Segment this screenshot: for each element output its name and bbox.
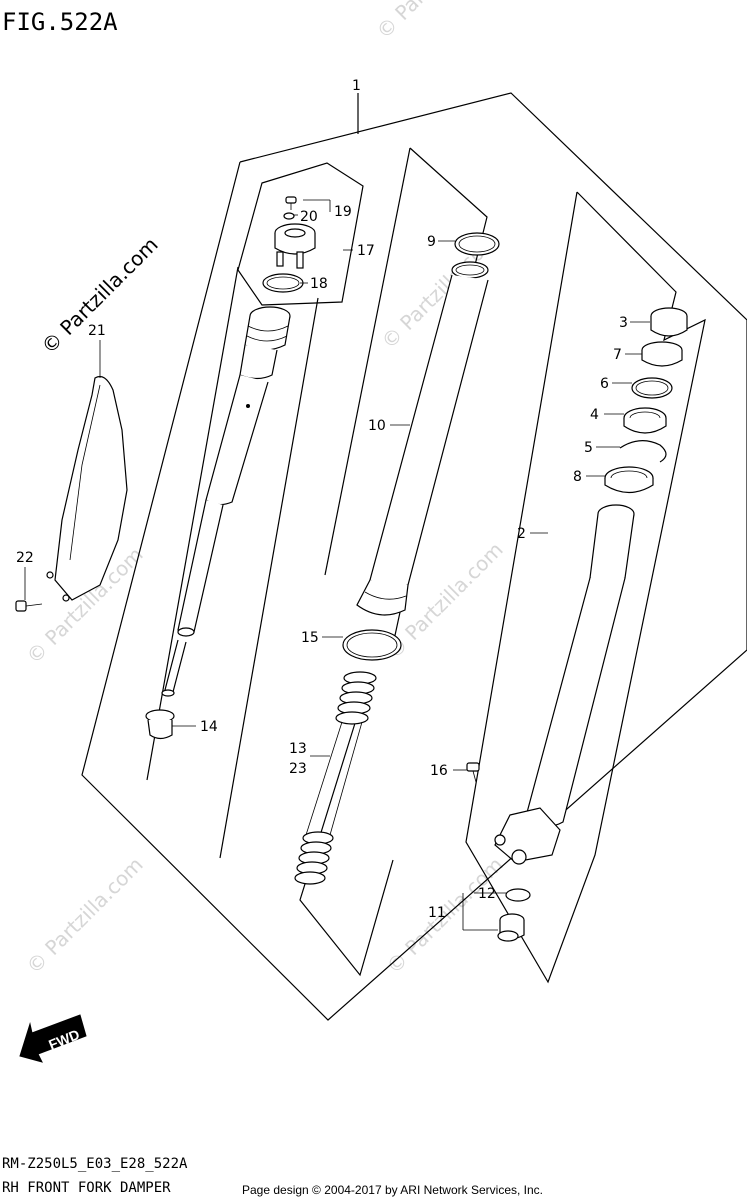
callout-7: 7 bbox=[613, 347, 622, 363]
sub-outline bbox=[219, 297, 319, 859]
washer-part-6 bbox=[631, 377, 673, 399]
dust-seal-part-8 bbox=[604, 466, 654, 494]
callout-5: 5 bbox=[584, 440, 593, 456]
callout-2: 2 bbox=[517, 526, 526, 542]
footer-model-code: RM-Z250L5_E03_E28_522A bbox=[2, 1156, 188, 1172]
callout-18: 18 bbox=[310, 276, 328, 292]
callout-labels: 1 2 3 4 5 6 7 8 9 10 11 12 13 14 15 16 1… bbox=[16, 78, 628, 921]
drain-bolt-part-11 bbox=[497, 913, 525, 942]
callout-3: 3 bbox=[619, 315, 628, 331]
sub-outline bbox=[324, 147, 411, 576]
oring-part-12 bbox=[505, 888, 531, 902]
callout-20: 20 bbox=[300, 209, 318, 225]
leader-lines bbox=[24, 199, 650, 931]
bolt-part-19 bbox=[285, 196, 297, 210]
fwd-arrow: FWD bbox=[19, 1014, 87, 1063]
spring-part-13 bbox=[294, 671, 377, 885]
callout-14: 14 bbox=[200, 719, 218, 735]
clip-part-5 bbox=[619, 440, 667, 463]
bushing-part-3 bbox=[650, 307, 688, 337]
bushing-part-7 bbox=[641, 341, 683, 367]
callout-23: 23 bbox=[289, 761, 307, 777]
figure-title: FIG.522A bbox=[2, 8, 118, 36]
cap-subassembly-box bbox=[237, 162, 364, 306]
callout-4: 4 bbox=[590, 407, 599, 423]
callout-10: 10 bbox=[368, 418, 386, 434]
fork-cap-part-17 bbox=[274, 223, 316, 269]
callout-16: 16 bbox=[430, 763, 448, 779]
outer-tube-part-2 bbox=[494, 504, 635, 865]
callout-15: 15 bbox=[301, 630, 319, 646]
sub-outline bbox=[465, 191, 706, 984]
footer-credit: Page design © 2004-2017 by ARI Network S… bbox=[242, 1183, 543, 1197]
bolt-part-22 bbox=[15, 600, 43, 612]
footer-description: RH FRONT FORK DAMPER bbox=[2, 1180, 171, 1196]
callout-6: 6 bbox=[600, 376, 609, 392]
callout-19: 19 bbox=[334, 204, 352, 220]
callout-22: 22 bbox=[16, 550, 34, 566]
ring-part-9 bbox=[454, 232, 500, 256]
guard-part-21 bbox=[46, 375, 128, 602]
inner-tube-part-10 bbox=[356, 261, 489, 616]
callout-1: 1 bbox=[352, 78, 361, 94]
callout-12: 12 bbox=[478, 886, 496, 902]
washer-part-20 bbox=[283, 212, 295, 220]
watermark-strong: © Partzilla.com bbox=[37, 232, 163, 358]
callout-17: 17 bbox=[357, 243, 375, 259]
fwd-arrow-icon bbox=[19, 1014, 87, 1063]
oil-seal-part-4 bbox=[623, 407, 667, 434]
callout-21: 21 bbox=[88, 323, 106, 339]
callout-9: 9 bbox=[427, 234, 436, 250]
callout-11: 11 bbox=[428, 905, 446, 921]
bushing-part-14 bbox=[145, 709, 175, 740]
watermark: © Partzilla.com bbox=[372, 0, 498, 44]
watermark: © Partzilla.com bbox=[22, 852, 148, 978]
sub-outline bbox=[299, 719, 394, 977]
damper-assembly bbox=[161, 306, 291, 697]
oring-part-15 bbox=[342, 629, 402, 661]
bolt-part-16 bbox=[466, 762, 480, 783]
callout-13: 13 bbox=[289, 741, 307, 757]
assembly-outline bbox=[81, 92, 747, 1021]
callout-8: 8 bbox=[573, 469, 582, 485]
